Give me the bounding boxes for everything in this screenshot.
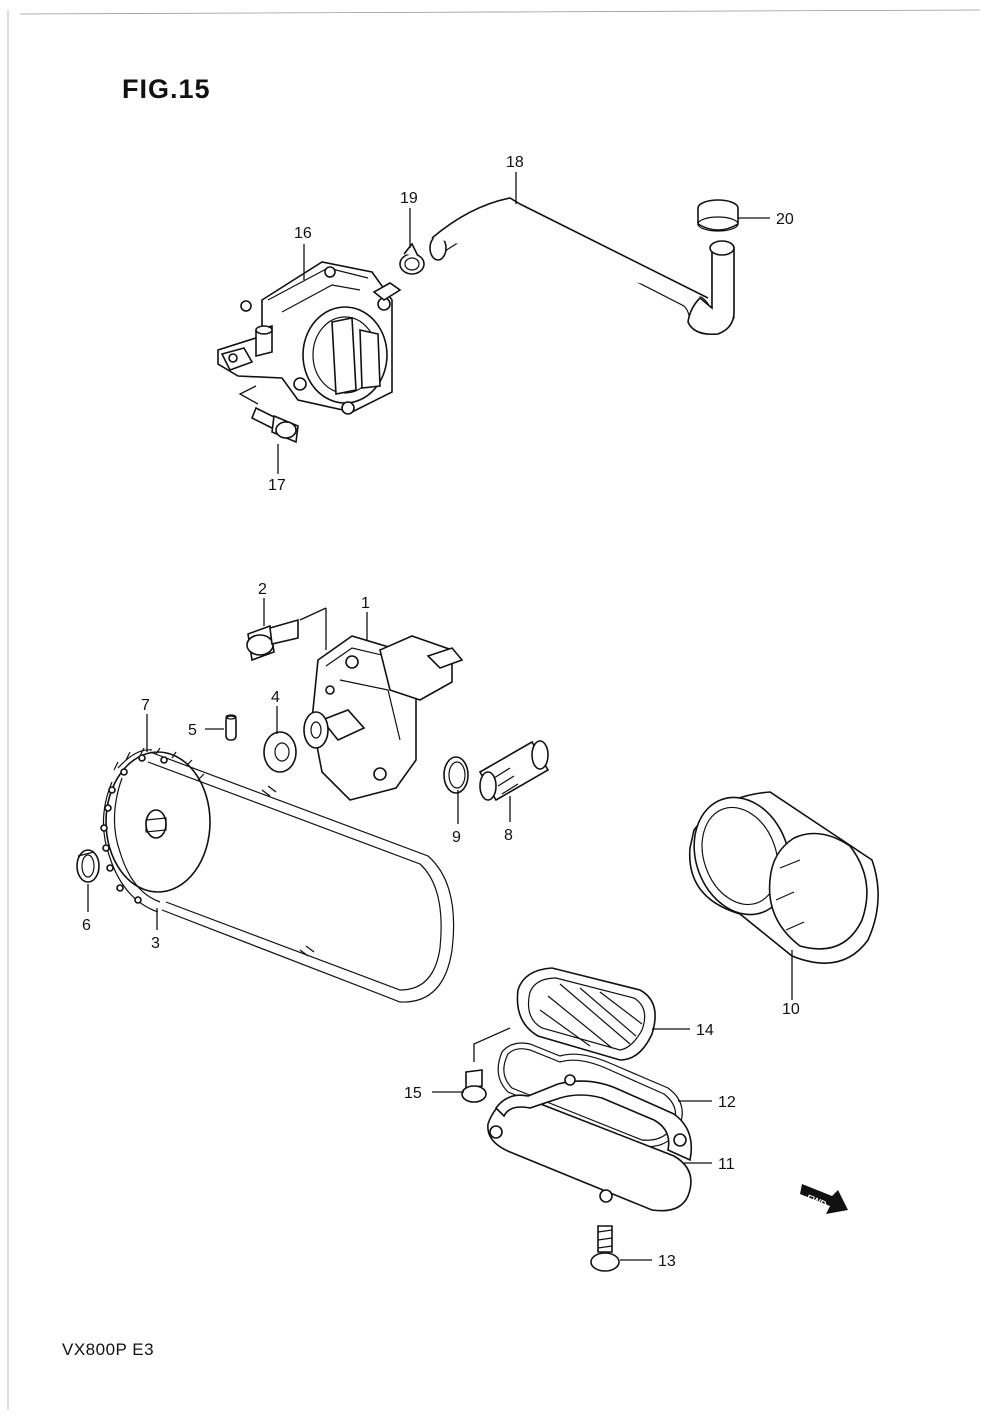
part-6-circlip [76, 849, 100, 883]
callout-1: 1 [361, 595, 370, 612]
callout-3: 3 [151, 935, 160, 952]
callout-19: 19 [400, 190, 418, 207]
callout-2: 2 [258, 581, 267, 598]
fwd-direction-icon: FWD [800, 1184, 848, 1214]
part-12-gasket [497, 1042, 683, 1148]
part-15-bolt [461, 1027, 511, 1103]
callout-4: 4 [271, 689, 280, 706]
callout-14: 14 [696, 1022, 714, 1039]
part-13-bolt [590, 1225, 620, 1272]
part-5-dowel-pin [225, 714, 237, 741]
part-7-timing-chain [100, 749, 455, 1003]
callout-6: 6 [82, 917, 91, 934]
callout-17: 17 [268, 477, 286, 494]
callout-18: 18 [506, 154, 524, 171]
callout-20: 20 [776, 211, 794, 228]
callout-7: 7 [141, 697, 150, 714]
part-8-relief-valve [478, 740, 550, 802]
part-11-cover [487, 1074, 693, 1212]
part-17-bolt [238, 385, 299, 444]
page-top-rule [19, 9, 981, 15]
callout-11: 11 [718, 1156, 735, 1173]
part-2-bolt [246, 607, 327, 662]
callout-5: 5 [188, 722, 197, 739]
part-14-strainer [516, 967, 656, 1061]
callout-13: 13 [658, 1253, 676, 1270]
callout-labels: 1 2 3 4 5 6 7 8 9 10 11 12 13 14 15 16 1… [82, 154, 800, 1270]
part-1-oil-pump [303, 635, 464, 801]
part-4-washer [263, 731, 297, 773]
part-18-hose [429, 197, 735, 336]
callout-8: 8 [504, 827, 513, 844]
leader-lines [87, 172, 793, 1261]
callout-16: 16 [294, 225, 312, 242]
part-10-oil-filter [688, 791, 879, 964]
callout-10: 10 [782, 1001, 800, 1018]
part-20-hose-clip [697, 199, 739, 232]
callout-9: 9 [452, 829, 461, 846]
callout-15: 15 [404, 1085, 422, 1102]
callout-12: 12 [718, 1094, 736, 1111]
part-3-sprocket [105, 747, 211, 893]
figure-title: FIG.15 [122, 74, 211, 104]
part-16-pump-assembly [217, 261, 402, 415]
part-19-hose-clip [399, 242, 425, 275]
part-9-o-ring [443, 756, 469, 794]
model-code: VX800P E3 [62, 1340, 155, 1359]
